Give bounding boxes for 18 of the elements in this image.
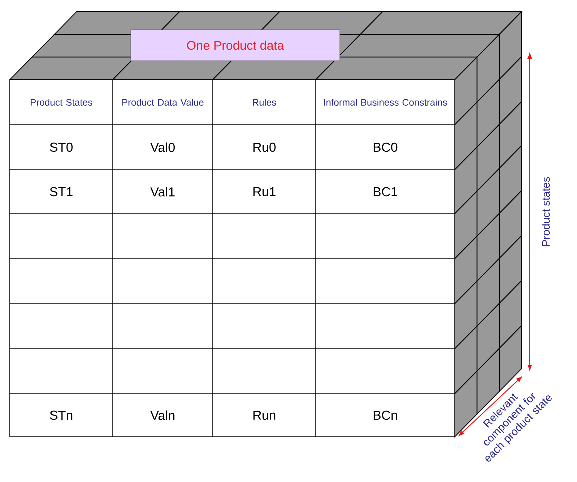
table-cell-text: ST0	[50, 142, 73, 152]
table-cell-text: BC0	[374, 142, 398, 152]
table-cell-text: Val1	[150, 187, 175, 197]
table-cell-text: BCn	[374, 410, 398, 420]
table-cell-text: BC1	[374, 187, 398, 197]
table-cell-text: Ru0	[254, 142, 276, 152]
table-cell-text: Val0	[150, 142, 175, 152]
column-header: Product States	[30, 99, 92, 106]
table-cell-text: Run	[254, 410, 276, 420]
table-cell-text: Ru1	[254, 187, 276, 196]
column-header: Rules	[253, 99, 276, 106]
table-cell-text: STn	[50, 410, 73, 420]
column-header: Informal Business Constrains	[324, 99, 448, 106]
table-cell-text: Valn	[150, 410, 175, 420]
column-header: Product Data Value	[122, 99, 204, 106]
axis-label: Product states	[542, 177, 550, 246]
table-cell-text: ST1	[50, 187, 73, 197]
title-box: One Product data	[130, 30, 340, 62]
